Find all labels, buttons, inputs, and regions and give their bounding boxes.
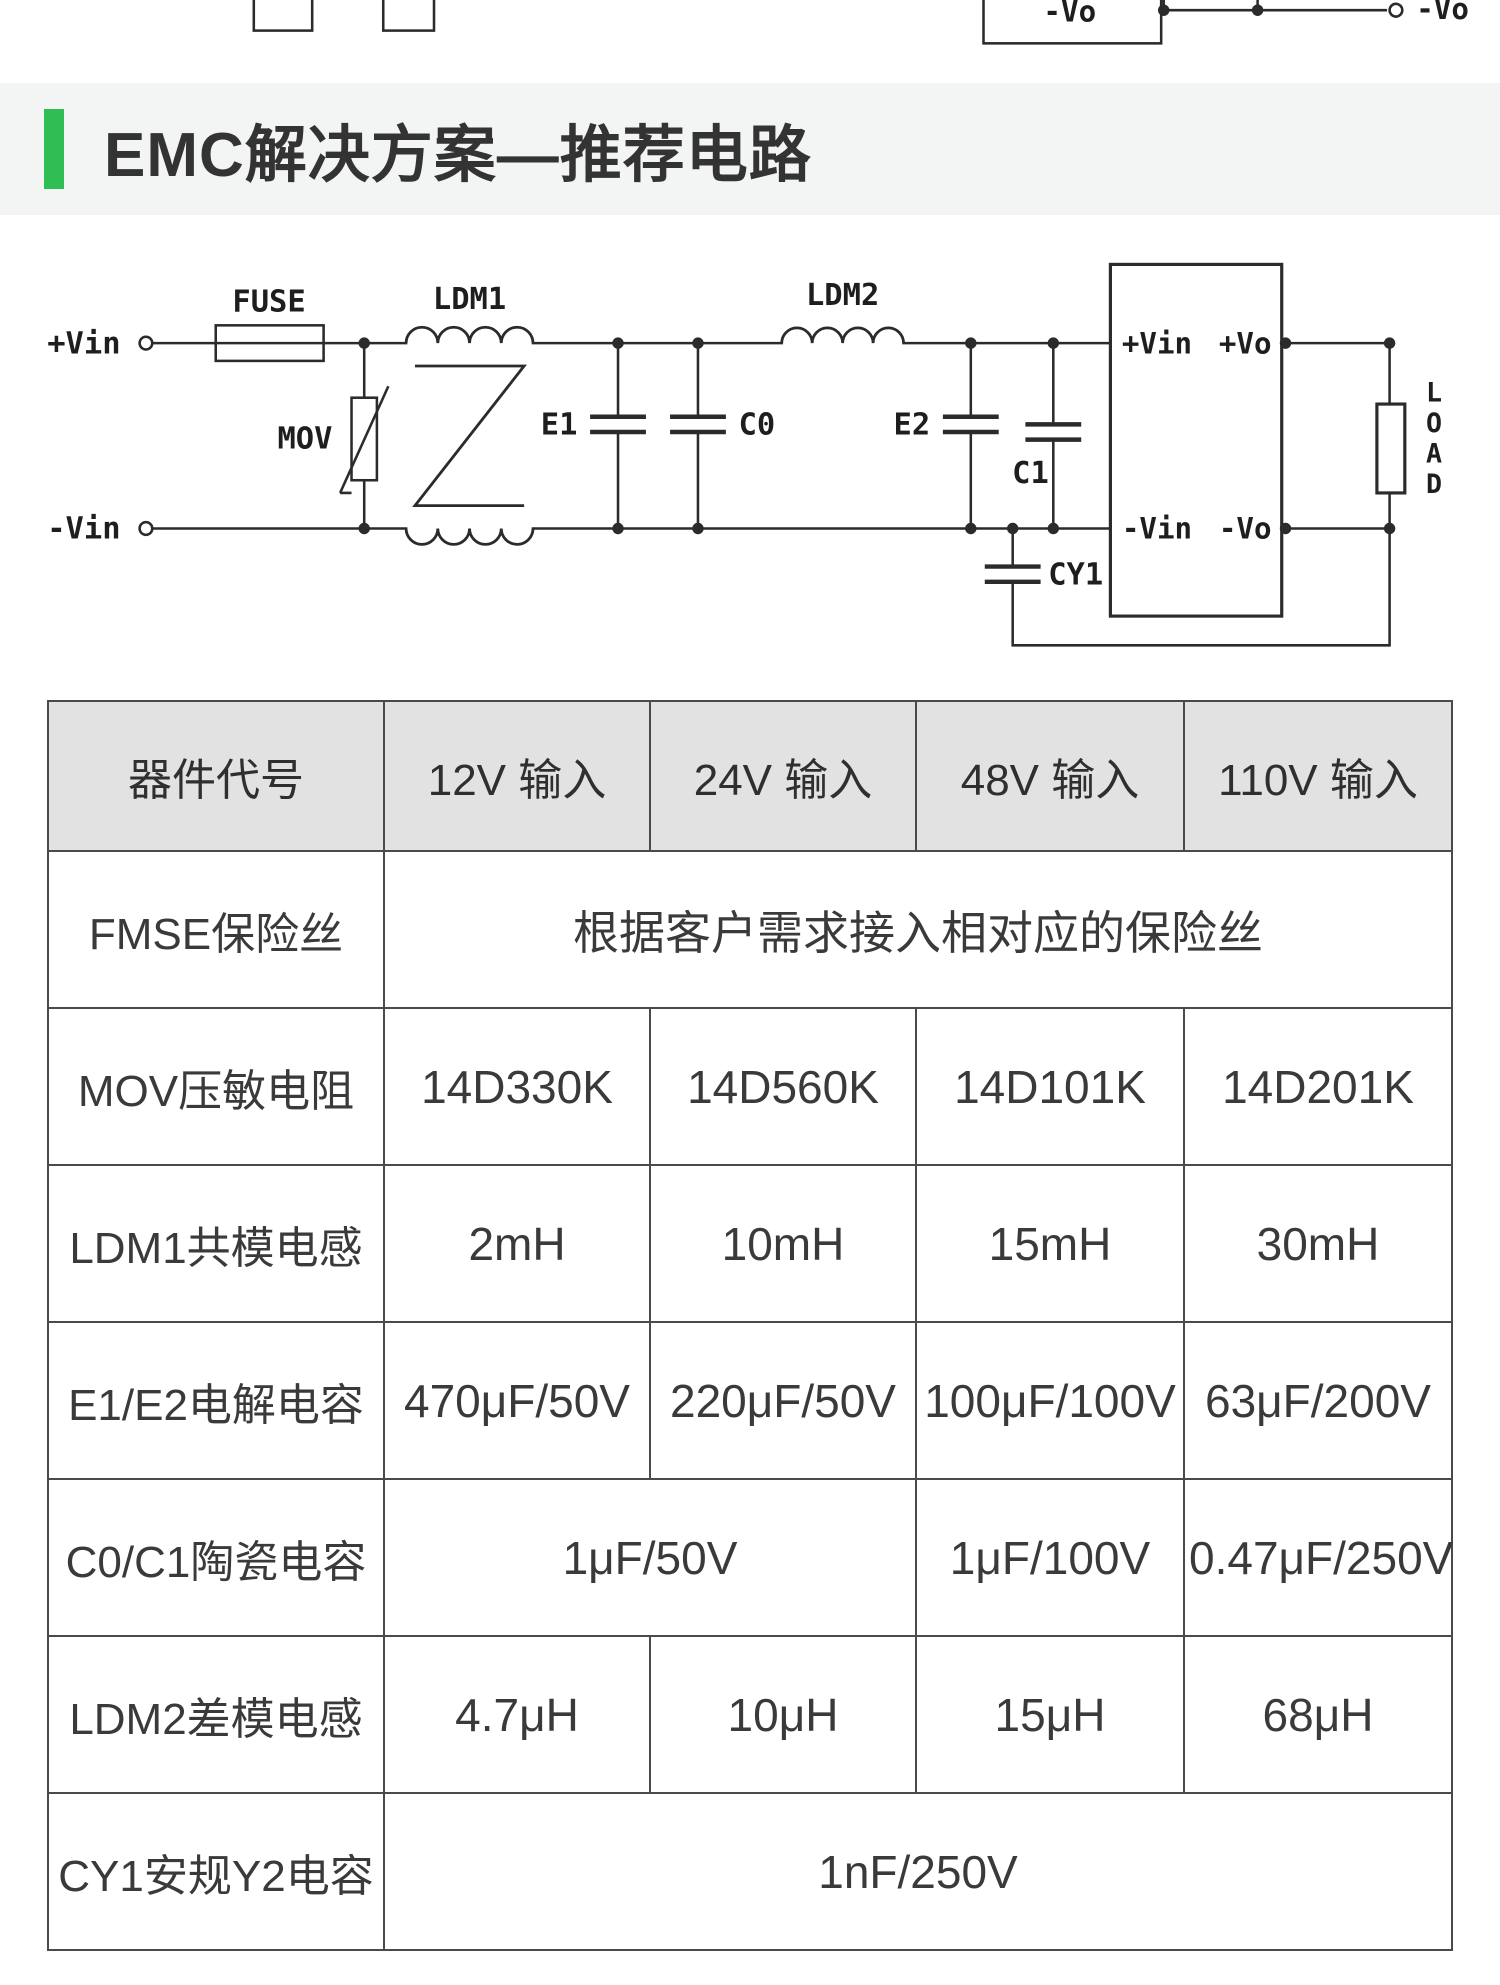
table-cell: 1μF/100V (915, 1478, 1185, 1637)
circuit-svg: +Vin -Vin FUSE MOV LDM1 LDM2 E1 C0 E2 C1… (47, 262, 1442, 647)
module-vo-minus-label: -Vo (1219, 512, 1272, 546)
power-module-box (1108, 262, 1284, 618)
emc-circuit-diagram: +Vin -Vin FUSE MOV LDM1 LDM2 E1 C0 E2 C1… (0, 239, 1500, 658)
table-cell: 2mH (383, 1164, 651, 1323)
table-row-e1e2: E1/E2电解电容 470μF/50V 220μF/50V 100μF/100V… (47, 1321, 1453, 1480)
table-cell: 1nF/250V (383, 1792, 1453, 1951)
fuse-label: FUSE (232, 284, 305, 319)
col-header-24v-input: 24V 输入 (649, 700, 917, 852)
table-cell: 30mH (1183, 1164, 1453, 1323)
col-header-110v-input: 110V 输入 (1183, 700, 1453, 852)
table-cell: 15mH (915, 1164, 1185, 1323)
mov-varistor-symbol (338, 385, 390, 495)
table-cell: 470μF/50V (383, 1321, 651, 1480)
vin-minus-terminal (138, 520, 154, 537)
choke-core (412, 364, 527, 508)
wires (151, 341, 1391, 647)
table-cell: 0.47μF/250V (1183, 1478, 1453, 1637)
row-label: LDM1共模电感 (47, 1164, 385, 1323)
input-terminals (138, 335, 154, 537)
remnant-component-box (381, 0, 436, 32)
row-label: CY1安规Y2电容 (47, 1792, 385, 1951)
table-cell: 14D330K (383, 1007, 651, 1166)
e2-label: E2 (894, 408, 931, 443)
col-header-12v-input: 12V 输入 (383, 700, 651, 852)
ldm2-label: LDM2 (806, 278, 879, 313)
ldm1-choke-symbol (404, 325, 535, 546)
remnant-terminal-label: -Vo (1416, 0, 1469, 26)
load-label-a: A (1426, 438, 1442, 469)
table-row-mov: MOV压敏电阻 14D330K 14D560K 14D101K 14D201K (47, 1007, 1453, 1166)
remnant-wires (252, 0, 1404, 45)
section-title: EMC解决方案—推荐电路 (104, 121, 812, 190)
load-resistor-symbol (1375, 402, 1407, 495)
module-vin-minus-label: -Vin (1122, 512, 1192, 546)
table-cell: 100μF/100V (915, 1321, 1185, 1480)
remnant-junction-dots (1157, 4, 1264, 16)
row-label: FMSE保险丝 (47, 850, 385, 1009)
table-header-row: 器件代号 12V 输入 24V 输入 48V 输入 110V 输入 (47, 700, 1453, 852)
remnant-component-box (252, 0, 314, 32)
e1-label: E1 (541, 408, 578, 443)
table-cell: 15μH (915, 1635, 1185, 1794)
load-label-l: L (1426, 378, 1442, 409)
table-row-ldm2: LDM2差模电感 4.7μH 10μH 15μH 68μH (47, 1635, 1453, 1794)
previous-section-remnant: -Vo -Vo (0, 0, 1500, 51)
junction-dots (358, 337, 1396, 535)
section-header: EMC解决方案—推荐电路 (0, 83, 1500, 215)
c0-label: C0 (739, 408, 776, 443)
c1-label: C1 (1012, 456, 1049, 491)
col-header-48v-input: 48V 输入 (915, 700, 1185, 852)
cy1-label: CY1 (1048, 557, 1103, 592)
fuse-symbol (214, 324, 325, 363)
table-row-c0c1: C0/C1陶瓷电容 1μF/50V 1μF/100V 0.47μF/250V (47, 1478, 1453, 1637)
table-cell: 1μF/50V (383, 1478, 917, 1637)
vin-minus-label: -Vin (47, 512, 120, 547)
table-row-fuse: FMSE保险丝 根据客户需求接入相对应的保险丝 (47, 850, 1453, 1009)
table-cell: 4.7μH (383, 1635, 651, 1794)
table-cell: 10mH (649, 1164, 917, 1323)
ldm2-inductor-symbol (780, 326, 905, 344)
module-vo-plus-label: +Vo (1219, 326, 1272, 360)
previous-circuit-partial: -Vo -Vo (252, 0, 1469, 45)
table-cell: 68μH (1183, 1635, 1453, 1794)
table-cell: 10μH (649, 1635, 917, 1794)
table-cell: 根据客户需求接入相对应的保险丝 (383, 850, 1453, 1009)
row-label: LDM2差模电感 (47, 1635, 385, 1794)
output-terminal (1388, 2, 1404, 18)
green-accent-bar (44, 109, 64, 189)
table-cell: 14D101K (915, 1007, 1185, 1166)
col-header-component: 器件代号 (47, 700, 385, 852)
table-cell: 14D201K (1183, 1007, 1453, 1166)
load-label-d: D (1426, 469, 1442, 500)
vin-plus-label: +Vin (47, 326, 120, 361)
vin-plus-terminal (138, 335, 154, 351)
remnant-vo-label: -Vo (1043, 0, 1096, 29)
table-row-ldm1: LDM1共模电感 2mH 10mH 15mH 30mH (47, 1164, 1453, 1323)
remnant-module-box (982, 0, 1163, 45)
row-label: C0/C1陶瓷电容 (47, 1478, 385, 1637)
row-label: MOV压敏电阻 (47, 1007, 385, 1166)
table-cell: 220μF/50V (649, 1321, 917, 1480)
ldm1-label: LDM1 (433, 282, 506, 317)
capacitor-plates (590, 414, 1082, 585)
module-vin-plus-label: +Vin (1122, 326, 1192, 360)
table-row-cy1: CY1安规Y2电容 1nF/250V (47, 1792, 1453, 1951)
table-cell: 63μF/200V (1183, 1321, 1453, 1480)
row-label: E1/E2电解电容 (47, 1321, 385, 1480)
mov-label: MOV (277, 421, 332, 456)
table-cell: 14D560K (649, 1007, 917, 1166)
component-table: 器件代号 12V 输入 24V 输入 48V 输入 110V 输入 FMSE保险… (47, 700, 1453, 1951)
load-label-o: O (1426, 408, 1442, 439)
